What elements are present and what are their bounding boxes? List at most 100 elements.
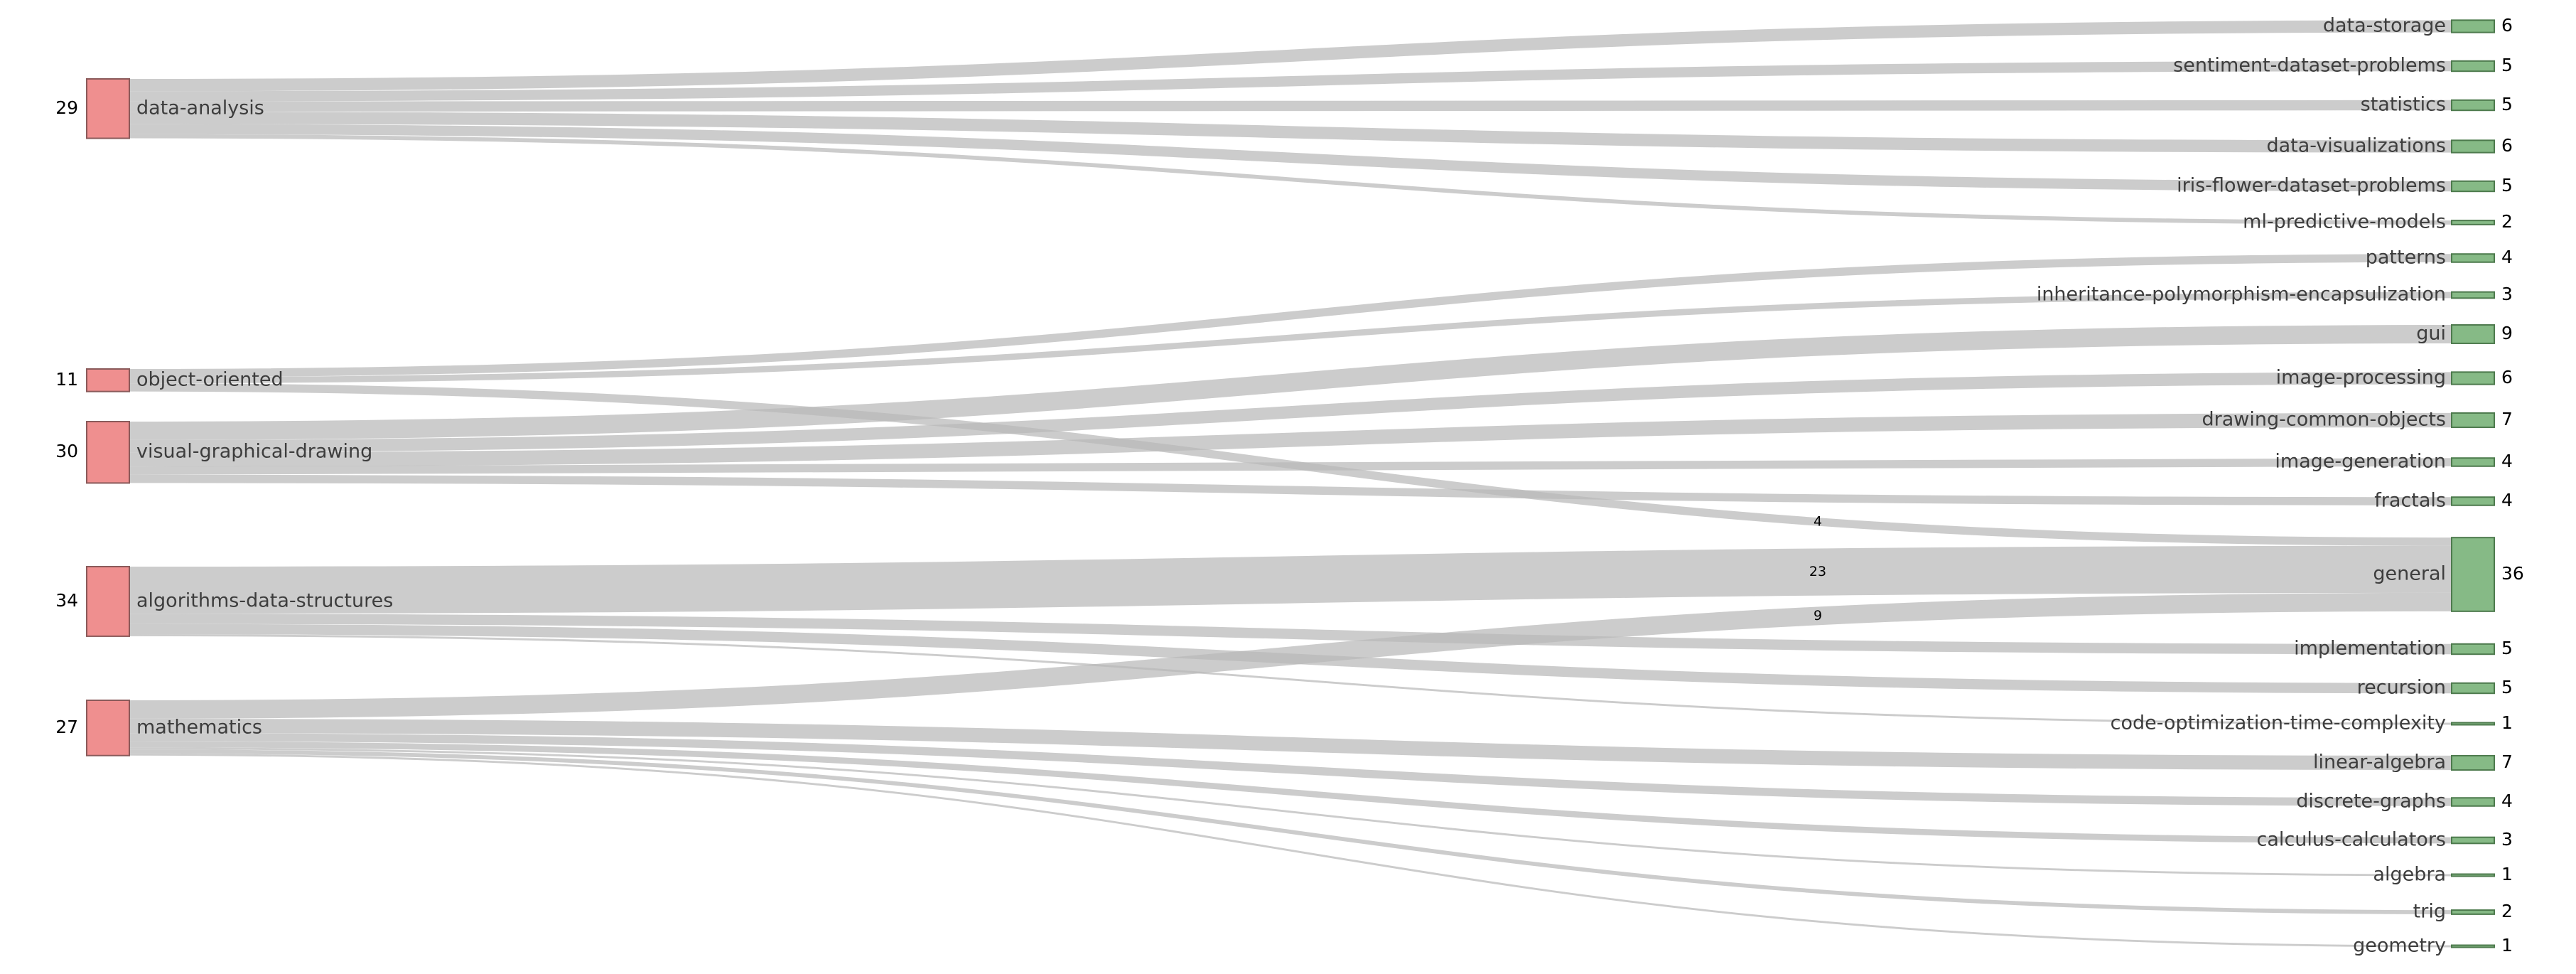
target-value-label: 5	[2501, 94, 2513, 114]
target-value-label: 5	[2501, 638, 2513, 658]
link-visual-graphical-drawing-to-gui[interactable]	[129, 325, 2452, 440]
source-name-label: visual-graphical-drawing	[136, 441, 372, 463]
target-node-patterns[interactable]	[2451, 253, 2495, 263]
link-data-analysis-to-statistics[interactable]	[129, 100, 2452, 112]
target-name-label: sentiment-dataset-problems	[2173, 55, 2446, 77]
link-visual-graphical-drawing-to-drawing-common-objects[interactable]	[129, 412, 2452, 467]
target-name-label: gui	[2416, 323, 2446, 345]
target-name-label: algebra	[2373, 864, 2446, 886]
link-data-analysis-to-iris-flower-dataset-problems[interactable]	[129, 124, 2452, 192]
link-data-analysis-to-sentiment-dataset-problems[interactable]	[129, 60, 2452, 102]
target-value-label: 5	[2501, 677, 2513, 697]
target-node-trig[interactable]	[2451, 909, 2495, 915]
target-value-label: 2	[2501, 211, 2513, 232]
target-node-ml-predictive-models[interactable]	[2451, 220, 2495, 225]
target-name-label: implementation	[2294, 638, 2446, 660]
target-name-label: trig	[2413, 901, 2446, 923]
target-value-label: 1	[2501, 935, 2513, 956]
link-data-analysis-to-data-storage[interactable]	[129, 20, 2452, 92]
target-node-implementation[interactable]	[2451, 643, 2495, 655]
target-node-code-optimization-time-complexity[interactable]	[2451, 722, 2495, 726]
target-node-iris-flower-dataset-problems[interactable]	[2451, 180, 2495, 193]
target-value-label: 5	[2501, 55, 2513, 75]
target-node-gui[interactable]	[2451, 324, 2495, 344]
link-mathematics-to-algebra[interactable]	[129, 747, 2452, 877]
target-node-algebra[interactable]	[2451, 873, 2495, 877]
target-value-label: 6	[2501, 15, 2513, 36]
source-node-mathematics[interactable]	[86, 700, 130, 756]
source-node-visual-graphical-drawing[interactable]	[86, 421, 130, 484]
link-visual-graphical-drawing-to-image-generation[interactable]	[129, 458, 2452, 475]
target-value-label: 3	[2501, 284, 2513, 304]
target-name-label: data-visualizations	[2266, 135, 2446, 157]
target-name-label: image-processing	[2276, 367, 2446, 389]
link-mathematics-to-general[interactable]	[129, 592, 2452, 719]
link-algorithms-data-structures-to-general[interactable]	[129, 545, 2452, 614]
target-name-label: general	[2373, 563, 2446, 585]
target-value-label: 4	[2501, 247, 2513, 267]
target-node-image-processing[interactable]	[2451, 371, 2495, 385]
target-node-recursion[interactable]	[2451, 682, 2495, 695]
target-name-label: recursion	[2357, 677, 2446, 699]
link-visual-graphical-drawing-to-fractals[interactable]	[129, 474, 2452, 505]
link-visual-graphical-drawing-to-image-processing[interactable]	[129, 372, 2452, 453]
target-name-label: calculus-calculators	[2257, 829, 2446, 851]
target-node-data-storage[interactable]	[2451, 19, 2495, 33]
source-value-label: 34	[55, 590, 78, 611]
link-mathematics-to-geometry[interactable]	[129, 753, 2452, 948]
link-value-label: 23	[1809, 564, 1826, 579]
source-value-label: 29	[55, 97, 78, 118]
source-name-label: object-oriented	[136, 368, 284, 390]
target-node-drawing-common-objects[interactable]	[2451, 412, 2495, 429]
link-mathematics-to-calculus-calculators[interactable]	[129, 741, 2452, 844]
target-name-label: code-optimization-time-complexity	[2111, 712, 2446, 734]
target-name-label: image-generation	[2275, 451, 2446, 473]
link-mathematics-to-trig[interactable]	[129, 749, 2452, 914]
links-layer	[129, 20, 2452, 948]
target-value-label: 3	[2501, 829, 2513, 850]
target-node-general[interactable]	[2451, 537, 2495, 612]
source-node-data-analysis[interactable]	[86, 78, 130, 139]
source-value-label: 30	[55, 441, 78, 461]
target-node-fractals[interactable]	[2451, 496, 2495, 506]
link-algorithms-data-structures-to-code-optimization-time-complexity[interactable]	[129, 634, 2452, 725]
link-algorithms-data-structures-to-implementation[interactable]	[129, 614, 2452, 655]
target-node-linear-algebra[interactable]	[2451, 754, 2495, 771]
link-mathematics-to-linear-algebra[interactable]	[129, 718, 2452, 771]
source-node-algorithms-data-structures[interactable]	[86, 566, 130, 637]
link-object-oriented-to-inheritance-polymorphism-encapsulization[interactable]	[129, 291, 2452, 384]
target-name-label: ml-predictive-models	[2243, 211, 2446, 233]
target-value-label: 6	[2501, 135, 2513, 156]
target-node-discrete-graphs[interactable]	[2451, 797, 2495, 807]
link-mathematics-to-discrete-graphs[interactable]	[129, 733, 2452, 806]
source-name-label: algorithms-data-structures	[136, 589, 393, 611]
target-name-label: inheritance-polymorphism-encapsulization	[2037, 284, 2446, 306]
target-node-statistics[interactable]	[2451, 99, 2495, 112]
source-node-object-oriented[interactable]	[86, 368, 130, 392]
nodes-layer	[86, 19, 2495, 948]
target-node-sentiment-dataset-problems[interactable]	[2451, 60, 2495, 73]
target-name-label: data-storage	[2323, 15, 2446, 37]
target-node-geometry[interactable]	[2451, 944, 2495, 948]
source-value-label: 11	[55, 369, 78, 390]
source-name-label: data-analysis	[136, 97, 264, 119]
link-value-label: 4	[1814, 513, 1822, 529]
link-data-analysis-to-ml-predictive-models[interactable]	[129, 134, 2452, 225]
target-node-calculus-calculators[interactable]	[2451, 836, 2495, 845]
link-object-oriented-to-patterns[interactable]	[129, 254, 2452, 378]
target-name-label: fractals	[2374, 490, 2446, 512]
target-name-label: patterns	[2366, 247, 2446, 269]
target-value-label: 1	[2501, 712, 2513, 733]
link-value-label: 9	[1814, 608, 1822, 624]
target-node-image-generation[interactable]	[2451, 457, 2495, 467]
target-value-label: 7	[2501, 409, 2513, 429]
target-value-label: 4	[2501, 791, 2513, 811]
link-data-analysis-to-data-visualizations[interactable]	[129, 112, 2452, 153]
target-value-label: 1	[2501, 864, 2513, 884]
target-node-inheritance-polymorphism-encapsulization[interactable]	[2451, 291, 2495, 299]
target-node-data-visualizations[interactable]	[2451, 139, 2495, 154]
target-name-label: drawing-common-objects	[2202, 409, 2446, 431]
target-value-label: 4	[2501, 451, 2513, 471]
